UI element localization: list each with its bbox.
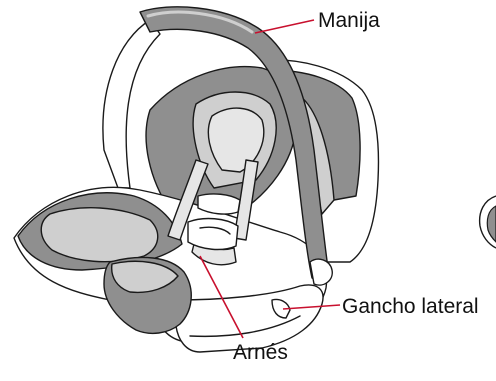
- leader-line-handle: [255, 20, 314, 33]
- harness-chest-clip: [198, 194, 240, 214]
- seat-cushion-light: [41, 208, 157, 262]
- handle-pivot: [310, 259, 332, 285]
- callout-label-side-hook: Gancho lateral: [342, 296, 479, 317]
- callout-label-harness: Arnés: [233, 342, 288, 363]
- callout-label-handle: Manija: [318, 10, 380, 31]
- car-seat-illustration: [14, 7, 378, 352]
